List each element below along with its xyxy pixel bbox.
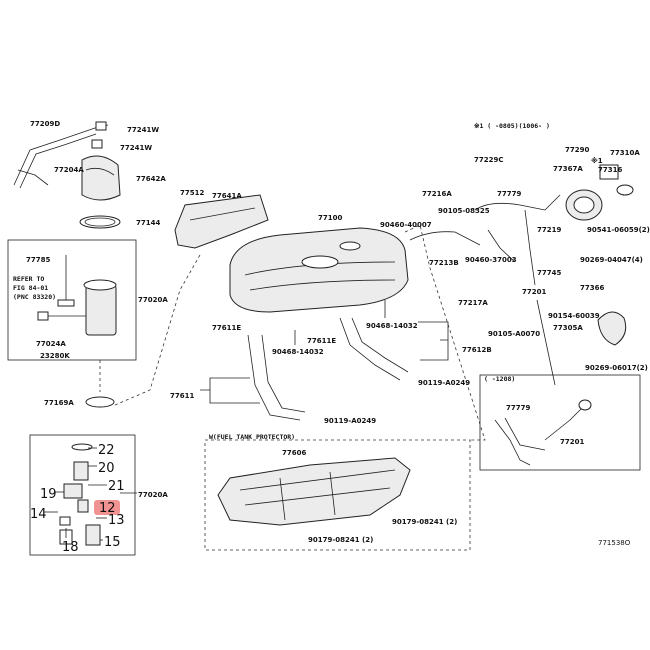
label-77606: 77606 bbox=[282, 449, 306, 457]
callout-15: 15 bbox=[104, 535, 121, 550]
label-90154-60039: 90154-60039 bbox=[548, 312, 600, 320]
highlight-part-12 bbox=[94, 500, 120, 515]
fuel-pipe-assembly bbox=[13, 121, 109, 189]
label-77201-b: 77201 bbox=[560, 438, 584, 446]
label-77213B: 77213B bbox=[429, 259, 459, 267]
pump-exploded-box bbox=[29, 434, 136, 556]
vent-rod bbox=[536, 299, 556, 386]
label-77316: 77316 bbox=[598, 166, 622, 174]
label-90179-08241-b: 90179-08241 (2) bbox=[308, 536, 373, 544]
label-90468-14032-a: 90468-14032 bbox=[366, 322, 418, 330]
heat-shield-77641A bbox=[174, 194, 269, 249]
label-90105-A0070: 90105-A0070 bbox=[488, 330, 540, 338]
label-77611E-b: 77611E bbox=[307, 337, 336, 345]
label-77367A: 77367A bbox=[553, 165, 583, 173]
callout-12: 12 bbox=[99, 501, 116, 516]
label-77611: 77611 bbox=[170, 392, 194, 400]
label-23280K: 23280K bbox=[40, 352, 70, 360]
filler-pipe-box bbox=[479, 374, 641, 471]
callout-leaders bbox=[44, 447, 137, 541]
label-77642A: 77642A bbox=[136, 175, 166, 183]
protector-box bbox=[204, 439, 471, 551]
bracket-77611 bbox=[200, 377, 260, 404]
label-90179-08241-a: 90179-08241 (2) bbox=[392, 518, 457, 526]
fuel-door-77305A bbox=[597, 311, 627, 346]
label-90105-08325: 90105-08325 bbox=[438, 207, 490, 215]
label-90269-06017: 90269-06017(2) bbox=[585, 364, 648, 372]
fuel-pump-cover bbox=[81, 155, 121, 201]
label-77241W-b: 77241W bbox=[120, 144, 152, 152]
label-77217A: 77217A bbox=[458, 299, 488, 307]
tank-straps bbox=[247, 300, 409, 421]
label-77219: 77219 bbox=[537, 226, 561, 234]
label-77169A: 77169A bbox=[44, 399, 74, 407]
gasket-ring-77169A bbox=[85, 396, 115, 408]
label-77611E-a: 77611E bbox=[212, 324, 241, 332]
callout-22: 22 bbox=[98, 443, 115, 458]
label-90119-A0249-b: 90119-A0249 bbox=[324, 417, 376, 425]
label-77305A: 77305A bbox=[553, 324, 583, 332]
callout-21: 21 bbox=[108, 479, 125, 494]
label-77209D: 77209D bbox=[30, 120, 60, 128]
fuel-tank-77100 bbox=[229, 227, 409, 313]
label-77745: 77745 bbox=[537, 269, 561, 277]
refer-to-line1: REFER TO bbox=[13, 275, 44, 283]
label-77204A: 77204A bbox=[54, 166, 84, 174]
label-77366: 77366 bbox=[580, 284, 604, 292]
label-77024A: 77024A bbox=[36, 340, 66, 348]
callout-18: 18 bbox=[62, 540, 79, 555]
label-90269-04047: 90269-04047(4) bbox=[580, 256, 643, 264]
label-90541-06059: 90541-06059(2) bbox=[587, 226, 650, 234]
label-77100: 77100 bbox=[318, 214, 342, 222]
label-77612B: 77612B bbox=[462, 346, 492, 354]
callout-13: 13 bbox=[108, 513, 125, 528]
label-77201-a: 77201 bbox=[522, 288, 546, 296]
label-77641A: 77641A bbox=[212, 192, 242, 200]
pump-assembly-box bbox=[7, 239, 137, 361]
refer-to-line3: (PNC 83320) bbox=[13, 293, 56, 301]
label-77144: 77144 bbox=[136, 219, 160, 227]
range-1208: ( -1208) bbox=[484, 375, 515, 383]
footnote-text: ※1 ( -0805)(1006- ) bbox=[474, 122, 550, 130]
filler-hose-assembly bbox=[409, 164, 634, 286]
label-77241W-a: 77241W bbox=[127, 126, 159, 134]
label-77310A: 77310A bbox=[610, 149, 640, 157]
filler-pipe-77201-b bbox=[494, 399, 592, 466]
fuel-pump-assembly bbox=[37, 255, 117, 336]
mark-1: ※1 bbox=[591, 156, 603, 165]
label-77229C: 77229C bbox=[474, 156, 504, 164]
bracket-77612B bbox=[418, 321, 449, 361]
footer-code: 771538O bbox=[598, 539, 631, 547]
label-77779-b: 77779 bbox=[506, 404, 530, 412]
dashed-leader-left bbox=[114, 254, 201, 406]
label-77785: 77785 bbox=[26, 256, 50, 264]
label-90468-14032-b: 90468-14032 bbox=[272, 348, 324, 356]
pump-exploded-parts bbox=[59, 443, 101, 546]
callout-19: 19 bbox=[40, 487, 57, 502]
label-77020A-a: 77020A bbox=[138, 296, 168, 304]
label-77216A: 77216A bbox=[422, 190, 452, 198]
label-90119-A0249-a: 90119-A0249 bbox=[418, 379, 470, 387]
label-77290: 77290 bbox=[565, 146, 589, 154]
gasket-ring-77144 bbox=[79, 215, 121, 229]
fuel-tank-protector-note: W(FUEL TANK PROTECTOR) bbox=[209, 433, 295, 441]
label-77020A-b: 77020A bbox=[138, 491, 168, 499]
label-90460-37003: 90460-37003 bbox=[465, 256, 517, 264]
label-90460-40007: 90460-40007 bbox=[380, 221, 432, 229]
callout-14: 14 bbox=[30, 507, 47, 522]
label-77779-a: 77779 bbox=[497, 190, 521, 198]
tank-protector-77606 bbox=[217, 457, 411, 526]
callout-20: 20 bbox=[98, 461, 115, 476]
label-77512: 77512 bbox=[180, 189, 204, 197]
refer-to-line2: FIG 84-01 bbox=[13, 284, 48, 292]
